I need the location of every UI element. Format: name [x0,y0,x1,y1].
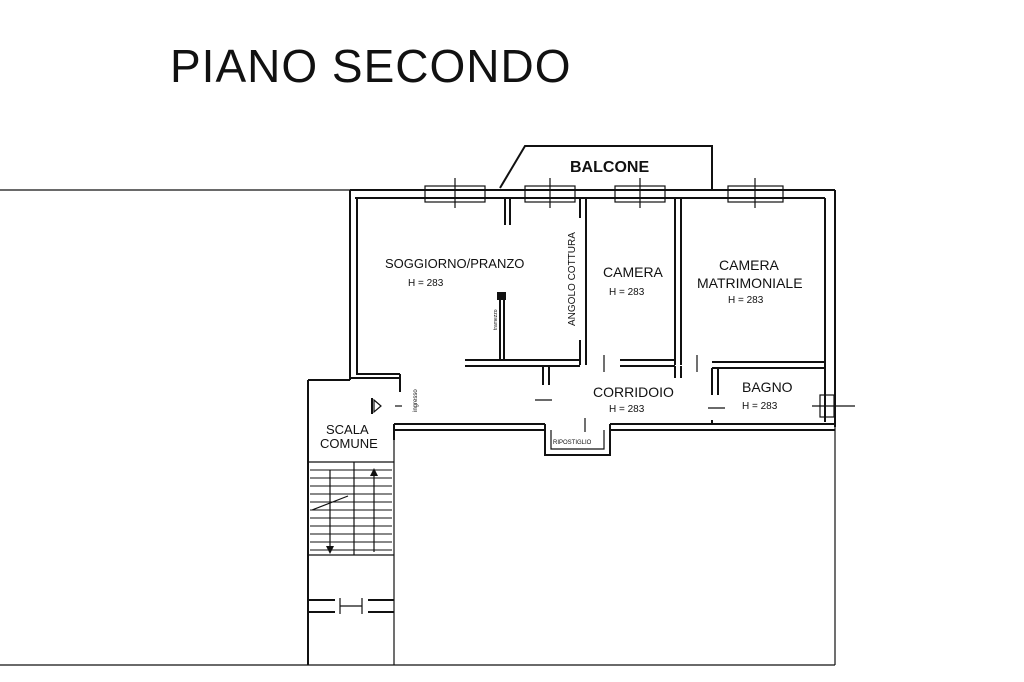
storage-label: RIPOSTIGLIO [553,440,592,446]
living-room-label: SOGGIORNO/PRANZO [385,256,524,271]
living-room-height: H = 283 [408,278,444,289]
bedroom-label: CAMERA [603,264,664,280]
bathroom-height: H = 283 [742,401,778,412]
master-bedroom-height: H = 283 [728,295,764,306]
stairwell-label-line2: COMUNE [320,436,378,451]
kitchen-corner-label: ANGOLO COTTURA [567,232,578,326]
bedroom-height: H = 283 [609,287,645,298]
partition-label: tramezzo [493,309,499,330]
corridor-label: CORRIDOIO [593,384,674,400]
master-bedroom-label-line2: MATRIMONIALE [697,275,803,291]
plan-title: PIANO SECONDO [170,40,572,92]
entrance-label: ingresso [413,389,419,412]
windows [424,178,855,418]
storage-closet: RIPOSTIGLIO [544,418,611,456]
stairwell-label-line1: SCALA [326,422,369,437]
interior-walls [465,198,825,424]
stair-steps [310,469,392,551]
building-outline [0,189,836,666]
corridor-height: H = 283 [609,404,645,415]
bathroom-label: BAGNO [742,379,793,395]
stairwell [307,379,402,665]
balcony-label: BALCONE [570,159,649,176]
master-bedroom-label-line1: CAMERA [719,257,780,273]
apartment-walls [349,189,836,431]
balcony [499,145,713,190]
